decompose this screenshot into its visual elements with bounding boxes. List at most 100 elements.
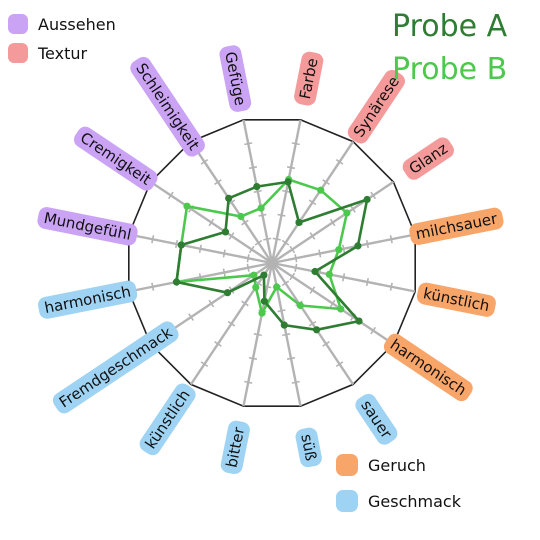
legend-label-aussehen: Aussehen (38, 15, 116, 34)
axis-tick (200, 361, 209, 368)
series-label-probe-b: Probe B (392, 52, 507, 87)
category-label-pill (294, 51, 324, 106)
axis-tick (329, 299, 336, 308)
axis-tick (309, 232, 316, 240)
data-point (325, 270, 333, 278)
category-label-pill (409, 207, 504, 245)
radar-series (172, 175, 371, 334)
category-label: sauer (355, 393, 398, 445)
category-label-pill (219, 45, 252, 112)
category-label-pill (139, 383, 196, 456)
data-point (221, 228, 230, 236)
data-point (284, 178, 292, 186)
axis-tick (335, 158, 344, 165)
axis-tick (282, 189, 291, 193)
axis-tick (308, 199, 317, 206)
axis-tick (286, 356, 296, 360)
axis-tick (208, 299, 215, 308)
axis-tick (365, 239, 369, 249)
category-label-text: milchsauer (414, 209, 499, 243)
axis-tick (208, 218, 215, 227)
legend-item-aussehen: Aussehen (8, 14, 116, 34)
category-label: Gefüge (219, 45, 252, 112)
axis-tick (214, 179, 222, 185)
category-label: milchsauer (409, 207, 504, 245)
category-label-text: süß (297, 433, 320, 463)
axis-tick (151, 282, 155, 291)
legend-swatch-textur (8, 43, 28, 63)
data-point (172, 278, 181, 286)
axis-tick (263, 237, 272, 241)
legend-label-geschmack: Geschmack (368, 492, 462, 511)
data-point (273, 283, 281, 291)
category-label-pill (37, 207, 138, 246)
category-label-pill (416, 282, 496, 317)
axis-tick (272, 237, 281, 241)
category-label-text: harmonisch (43, 282, 132, 317)
axis-tick (322, 179, 330, 185)
axis-tick (389, 282, 393, 291)
category-label: harmonisch (383, 333, 473, 402)
category-label: Cremigkeit (73, 126, 158, 191)
legend-item-geruch: Geruch (336, 454, 426, 476)
axis-tick (248, 356, 258, 360)
axis-tick (244, 380, 253, 384)
data-point (250, 271, 258, 279)
data-point (296, 301, 304, 310)
category-label-text: künstlich (141, 386, 193, 452)
category-label-pill (73, 126, 158, 191)
axis-tick (289, 272, 296, 281)
data-point (317, 186, 325, 194)
data-point (354, 242, 362, 250)
category-label-text: Mundgefühl (42, 209, 133, 244)
legend-item-textur: Textur (8, 43, 88, 63)
data-point (252, 283, 260, 291)
axis-tick (308, 320, 317, 327)
axis-tick (365, 277, 369, 287)
axis-tick (244, 142, 253, 146)
axis-tick (370, 191, 377, 200)
category-label-pill (52, 321, 179, 414)
axis-tick (241, 219, 249, 226)
axis-tick (291, 380, 300, 384)
data-point (237, 212, 245, 221)
axis-tick (200, 158, 209, 165)
category-label: Glanz (402, 137, 454, 180)
axis-tick (342, 273, 346, 282)
axis-tick (246, 254, 250, 263)
axis-tick (281, 280, 290, 287)
category-label: künstlich (416, 282, 496, 317)
axis-tick (167, 191, 174, 200)
category-label: bitter (220, 420, 250, 475)
axis-tick (335, 361, 344, 368)
axis-tick (227, 320, 236, 327)
axis-tick (322, 341, 330, 347)
legend-label-geruch: Geruch (368, 456, 426, 475)
axis-tick (151, 235, 155, 244)
axis-tick (241, 300, 249, 307)
category-label-pill (383, 333, 473, 402)
series-legend: Probe A Probe B (392, 9, 508, 87)
data-point (177, 241, 185, 249)
category-label: Farbe (294, 51, 324, 106)
category-label-pill (38, 280, 138, 319)
axis-tick (277, 213, 286, 217)
axis-tick (318, 249, 322, 258)
axis-tick (281, 239, 290, 246)
legend-swatch-geschmack (336, 490, 358, 512)
axis-tick (282, 333, 291, 337)
axis-tick (286, 166, 296, 170)
category-label: Mundgefühl (37, 207, 138, 246)
axis-tick (188, 313, 194, 321)
data-point (225, 194, 233, 202)
data-point (295, 218, 303, 227)
legend-swatch-geruch (336, 454, 358, 476)
data-point (363, 195, 371, 204)
category-label: Schleimigkeit (130, 56, 205, 157)
category-label: süß (295, 427, 322, 468)
axis-tick (175, 239, 179, 249)
data-point (311, 267, 319, 276)
category-label-pill (130, 56, 205, 157)
legend-swatch-aussehen (8, 14, 28, 34)
axis-tick (254, 280, 263, 287)
